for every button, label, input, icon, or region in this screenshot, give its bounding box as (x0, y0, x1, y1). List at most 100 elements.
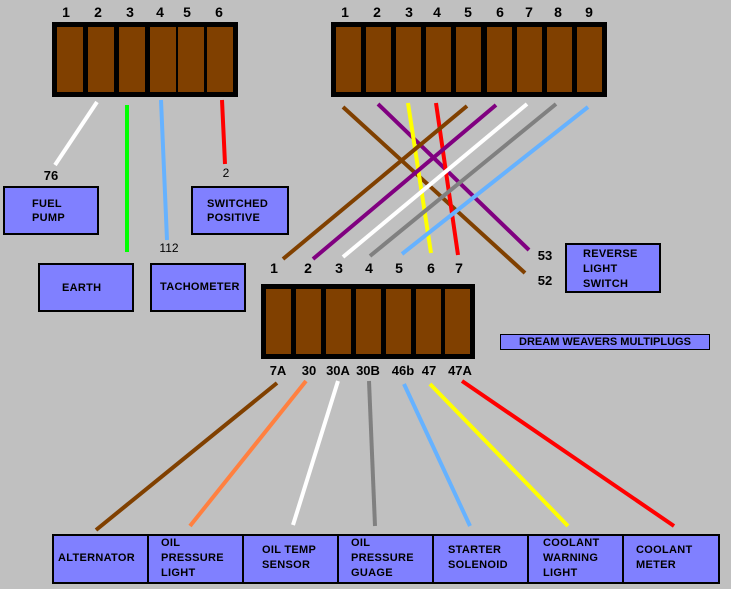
tachometer-box: TACHOMETER (150, 263, 246, 312)
terminal-label: 47A (448, 363, 472, 378)
wire-coolant-warning-yellow (428, 382, 570, 528)
wire-76-white (53, 100, 99, 167)
wire-oil-pressure-light-orange (188, 379, 308, 528)
wire-coolant-meter-red (460, 379, 676, 528)
center-plug-pin (266, 289, 291, 354)
left-plug-pin (119, 27, 145, 92)
earth-box: EARTH (38, 263, 134, 312)
box-label: SWITCH (583, 278, 629, 290)
left-plug-pin (178, 27, 204, 92)
box-label: EARTH (62, 282, 102, 294)
right-plug-pin (396, 27, 421, 92)
left-pin-number: 5 (183, 4, 191, 20)
terminal-number-76: 76 (43, 168, 59, 183)
right-pin-number: 3 (405, 4, 413, 20)
left-multiplug (52, 22, 238, 97)
center-pin-number: 1 (270, 260, 278, 276)
oil-temp-sensor-box: OIL TEMP SENSOR (242, 536, 339, 582)
box-label: PUMP (32, 212, 65, 224)
wire-r9-lightblue (400, 105, 590, 256)
reverse-light-switch-box: REVERSE LIGHT SWITCH (565, 243, 661, 293)
box-label: LIGHT (161, 567, 196, 579)
left-pin-number: 1 (62, 4, 70, 20)
oil-pressure-light-box: OIL PRESSURE LIGHT (147, 536, 244, 582)
wire-starter-lightblue (402, 383, 472, 527)
wire-r3-yellow (406, 102, 433, 254)
terminal-label: 46b (391, 363, 415, 378)
left-pin-number: 2 (94, 4, 102, 20)
center-plug-pin (356, 289, 381, 354)
right-plug-pin (426, 27, 451, 92)
box-label: SOLENOID (448, 559, 508, 571)
alternator-box: ALTERNATOR (52, 536, 149, 582)
fuel-pump-box: FUEL PUMP (3, 186, 99, 235)
wire-r8-grey (368, 102, 558, 258)
box-label: COOLANT (543, 537, 600, 549)
terminal-label: 30 (301, 363, 317, 378)
starter-solenoid-box: STARTER SOLENOID (432, 536, 529, 582)
box-label: SENSOR (262, 559, 311, 571)
box-label: OIL TEMP (262, 544, 317, 556)
box-label: REVERSE (583, 248, 638, 260)
center-pin-number: 4 (365, 260, 373, 276)
wire-r5-brown (281, 104, 469, 261)
wire-2-red (220, 99, 227, 165)
right-multiplug (331, 22, 607, 97)
center-pin-number: 2 (304, 260, 312, 276)
box-label: TACHOMETER (160, 281, 240, 293)
center-plug-pin (326, 289, 351, 354)
box-label: COOLANT (636, 544, 693, 556)
terminal-label: 47 (421, 363, 437, 378)
right-plug-pin (547, 27, 572, 92)
left-plug-pin (150, 27, 176, 92)
box-label: PRESSURE (161, 552, 224, 564)
box-label: SWITCHED (207, 198, 269, 210)
left-pin-number: 4 (156, 4, 164, 20)
right-plug-pin (517, 27, 542, 92)
right-pin-number: 8 (554, 4, 562, 20)
center-plug-pin (416, 289, 441, 354)
wire-oil-temp-white (291, 380, 340, 526)
center-pin-number: 3 (335, 260, 343, 276)
right-pin-number: 6 (496, 4, 504, 20)
terminal-label: 30B (356, 363, 380, 378)
box-label: ALTERNATOR (58, 552, 135, 564)
left-pin-number: 6 (215, 4, 223, 20)
box-label: LIGHT (543, 567, 578, 579)
right-plug-pin (366, 27, 391, 92)
right-pin-number: 9 (585, 4, 593, 20)
center-plug-pin (386, 289, 411, 354)
wire-r6-purple (311, 103, 498, 261)
right-plug-pin (487, 27, 512, 92)
right-pin-number: 4 (433, 4, 441, 20)
left-pin-number: 3 (126, 4, 134, 20)
right-pin-number: 1 (341, 4, 349, 20)
terminal-label: 7A (269, 363, 287, 378)
wire-112-lightblue (159, 99, 169, 241)
center-plug-pin (296, 289, 321, 354)
center-multiplug (261, 284, 475, 359)
switched-positive-box: SWITCHED POSITIVE (191, 186, 289, 235)
terminal-label: 30A (326, 363, 350, 378)
wire-alternator-brown (94, 381, 279, 532)
center-pin-number: 6 (427, 260, 435, 276)
wire-r1-brown (341, 105, 527, 275)
wire-r2-purple (376, 102, 531, 252)
box-label: POSITIVE (207, 212, 261, 224)
right-pin-number: 2 (373, 4, 381, 20)
left-plug-pin (207, 27, 233, 92)
center-pin-number: 5 (395, 260, 403, 276)
box-label: FUEL (32, 198, 62, 210)
diagram-title: DREAM WEAVERS MULTIPLUGS (500, 334, 710, 350)
center-pin-number: 7 (455, 260, 463, 276)
box-label: LIGHT (583, 263, 618, 275)
box-label: OIL (351, 537, 371, 549)
terminal-number-2: 2 (222, 166, 230, 180)
wire-r7-white (341, 102, 529, 259)
coolant-warning-light-box: COOLANT WARNING LIGHT (527, 536, 624, 582)
right-pin-number: 7 (525, 4, 533, 20)
coolant-meter-box: COOLANT METER (622, 536, 720, 582)
right-pin-number: 5 (464, 4, 472, 20)
left-plug-pin (88, 27, 114, 92)
